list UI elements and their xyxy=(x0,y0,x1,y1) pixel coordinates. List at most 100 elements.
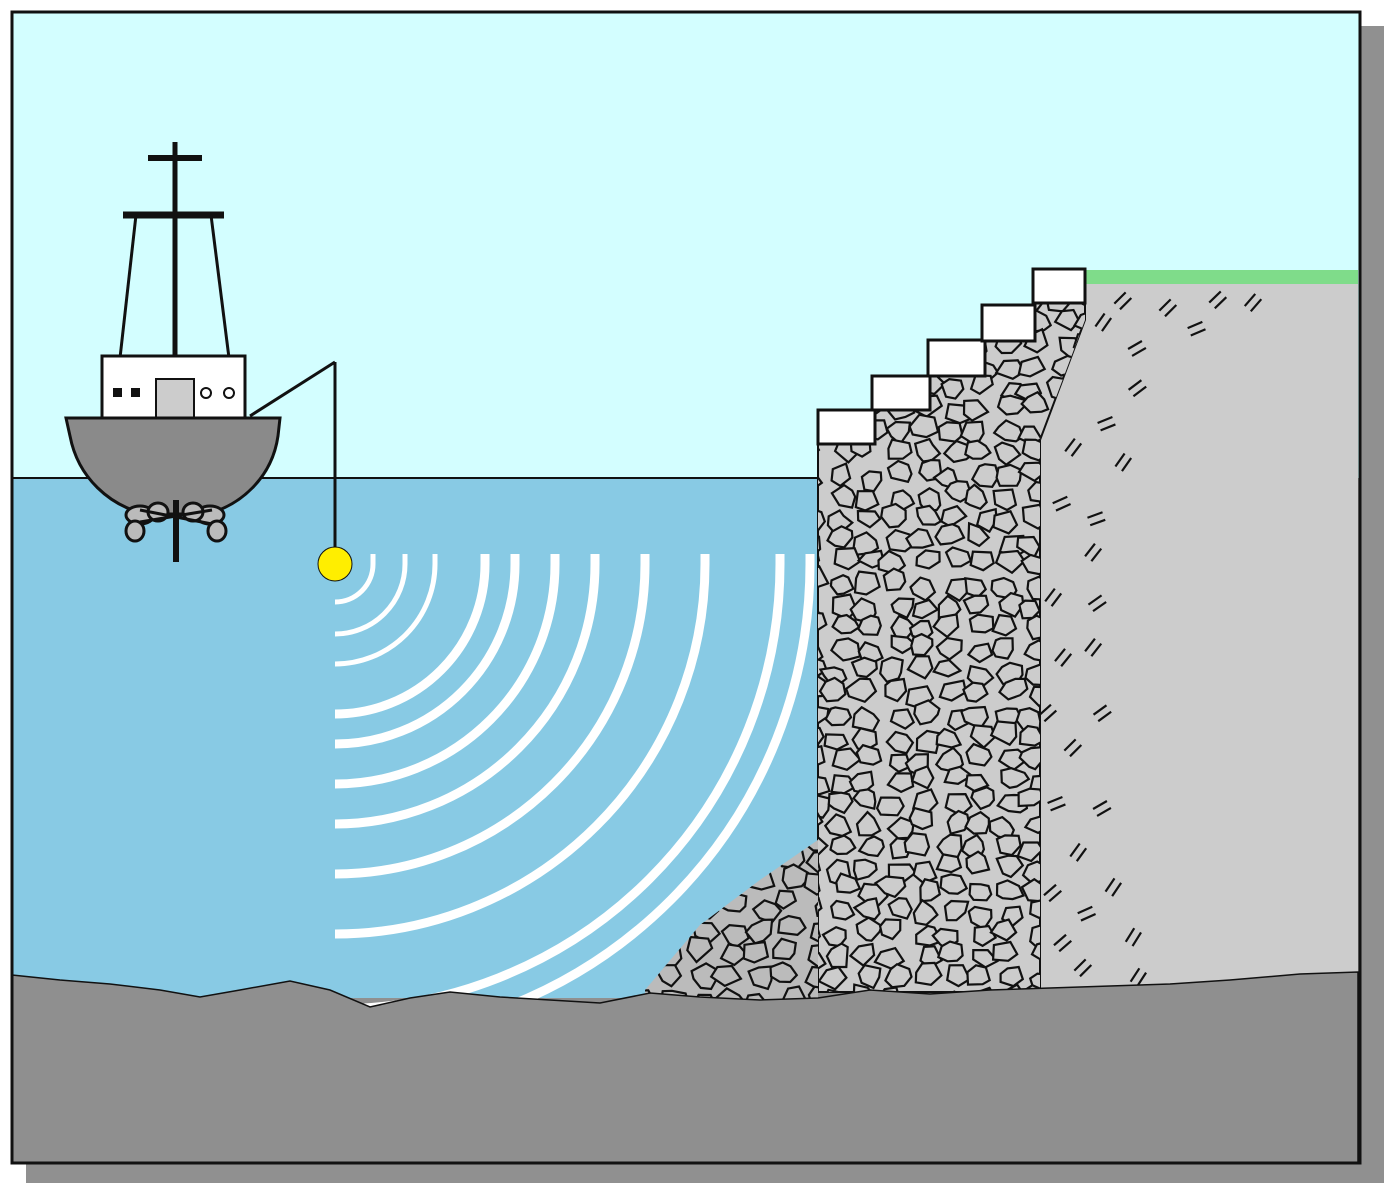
stone xyxy=(915,549,941,570)
stone xyxy=(975,507,998,534)
stone xyxy=(965,742,993,767)
stone xyxy=(1018,724,1046,747)
stone xyxy=(886,772,915,794)
stone xyxy=(939,873,969,895)
stone xyxy=(818,610,828,635)
stone xyxy=(936,940,964,963)
fill-mark xyxy=(1111,882,1123,897)
fill-mark xyxy=(1084,638,1096,652)
fill-mark xyxy=(1243,293,1257,307)
stone xyxy=(833,547,862,571)
stone xyxy=(943,765,974,785)
fill-mark xyxy=(1079,964,1093,978)
stone xyxy=(1018,746,1045,771)
backfill-texture xyxy=(1038,290,1263,987)
step-block xyxy=(980,303,1037,343)
stone xyxy=(744,918,774,945)
step-block xyxy=(870,374,932,412)
stone xyxy=(996,394,1028,416)
fill-mark xyxy=(1058,939,1073,953)
stone xyxy=(800,840,818,853)
stone xyxy=(825,942,849,969)
fill-mark xyxy=(1070,442,1083,457)
stone xyxy=(964,810,991,835)
fill-mark xyxy=(1113,291,1127,305)
stone xyxy=(995,854,1025,879)
fill-mark xyxy=(1190,328,1206,337)
stone xyxy=(968,882,993,902)
stone xyxy=(969,374,994,396)
stone xyxy=(823,733,850,751)
sonar-transducer xyxy=(317,546,353,582)
fill-mark xyxy=(1249,298,1263,313)
concrete-steps xyxy=(816,267,1087,446)
stone xyxy=(857,963,882,990)
fill-mark xyxy=(1158,298,1172,312)
stone xyxy=(991,637,1014,660)
stone xyxy=(962,594,990,615)
sound-wave-arc xyxy=(334,554,438,667)
fill-mark xyxy=(1064,437,1076,453)
stone xyxy=(994,359,1026,381)
fill-mark xyxy=(1087,594,1103,606)
sound-wave-arc xyxy=(334,554,520,749)
stone xyxy=(884,677,908,703)
stone xyxy=(991,613,1018,637)
stone xyxy=(965,850,991,875)
stone xyxy=(962,399,990,422)
stone xyxy=(1000,767,1031,789)
step-block xyxy=(1031,267,1087,305)
stone xyxy=(973,924,998,948)
stone xyxy=(777,914,807,936)
stone xyxy=(935,727,963,749)
stone xyxy=(991,940,1019,962)
fill-mark xyxy=(1080,913,1097,922)
stone xyxy=(879,656,904,684)
sound-wave-arc xyxy=(334,554,490,719)
stone xyxy=(906,655,934,680)
cabin-window xyxy=(113,388,122,397)
stone xyxy=(831,613,861,635)
cabin-window xyxy=(131,388,140,397)
stone xyxy=(945,964,972,988)
stone xyxy=(852,858,878,882)
stone xyxy=(908,806,934,831)
stone xyxy=(992,419,1025,443)
fill-mark xyxy=(1087,511,1103,519)
fill-mark xyxy=(1114,452,1126,468)
stone xyxy=(966,642,994,664)
stone xyxy=(719,943,749,967)
stone xyxy=(967,521,991,548)
fill-mark xyxy=(1094,312,1106,328)
fill-mark xyxy=(1090,642,1103,657)
stone xyxy=(805,849,818,876)
stone xyxy=(1017,355,1047,378)
stone xyxy=(998,591,1025,618)
stone xyxy=(742,940,770,964)
stone xyxy=(910,632,934,657)
fill-mark xyxy=(1214,296,1228,310)
stone xyxy=(809,921,818,944)
stone xyxy=(824,706,853,727)
fill-mark xyxy=(1048,889,1063,903)
stone xyxy=(887,896,913,920)
fill-mark xyxy=(1043,883,1057,897)
fill-mark xyxy=(1129,967,1141,983)
stone xyxy=(932,658,963,678)
stone xyxy=(873,986,902,992)
fill-mark xyxy=(1132,385,1147,398)
stone xyxy=(1072,310,1085,333)
survey-boat xyxy=(64,142,337,562)
stone xyxy=(875,796,905,817)
stone xyxy=(890,597,915,620)
backfill xyxy=(1040,284,1358,990)
fill-mark xyxy=(1131,346,1147,357)
stone xyxy=(995,879,1025,901)
stone xyxy=(884,962,913,989)
porthole-icon xyxy=(223,387,235,399)
fill-mark xyxy=(1164,304,1178,318)
stone xyxy=(857,614,882,636)
stone xyxy=(855,810,882,837)
stone xyxy=(1016,841,1045,863)
frame-border xyxy=(10,10,1362,1165)
